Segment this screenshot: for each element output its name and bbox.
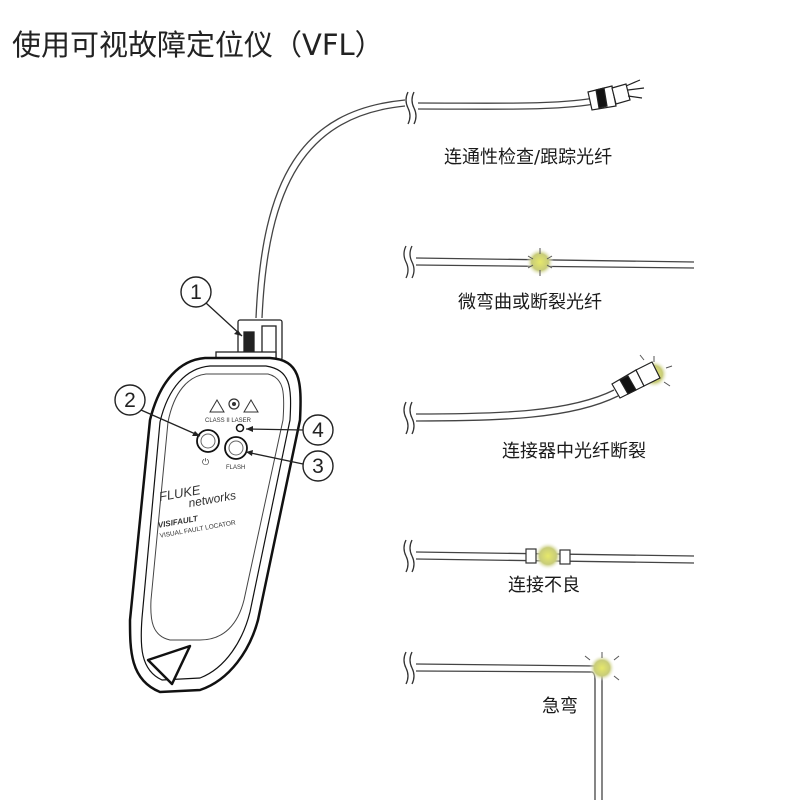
- light-leak-icon: [639, 354, 673, 387]
- vfl-device: CLASS II LASER ⏻ FLASH FLUKE networks VI…: [128, 319, 302, 694]
- class-label: CLASS II LASER: [205, 418, 252, 424]
- callout-2: 2: [114, 384, 201, 437]
- break-mark: [405, 91, 417, 125]
- scenario-caption-4: 连接不良: [508, 575, 580, 596]
- svg-text:1: 1: [190, 281, 202, 304]
- scenario-fiber-5: [403, 651, 620, 800]
- flash-button[interactable]: [224, 436, 248, 460]
- callout-1: 1: [180, 276, 243, 337]
- svg-text:3: 3: [312, 455, 324, 478]
- power-icon: ⏻: [202, 457, 209, 467]
- scenario-caption-2: 微弯曲或断裂光纤: [458, 292, 602, 313]
- svg-text:4: 4: [312, 419, 324, 442]
- flash-label: FLASH: [226, 465, 245, 471]
- fiber-connector-top: [587, 79, 645, 111]
- fiber-connector-3: [611, 361, 661, 399]
- svg-text:2: 2: [124, 389, 136, 412]
- callout-4: 4: [245, 414, 334, 446]
- scenario-caption-3: 连接器中光纤断裂: [502, 441, 646, 462]
- splice-left: [525, 548, 537, 564]
- callout-3: 3: [245, 450, 334, 482]
- light-leak-icon: [527, 248, 553, 276]
- page-title: 使用可视故障定位仪（VFL）: [12, 28, 384, 62]
- scenario-caption-1: 连通性检查/跟踪光纤: [444, 147, 612, 168]
- indicator-light: [235, 423, 245, 433]
- splice-right: [559, 549, 571, 565]
- light-leak-icon: [584, 652, 620, 681]
- scenario-fiber-3: [403, 354, 673, 435]
- scenario-fiber-4: [403, 539, 695, 573]
- scenario-fiber-2: [403, 245, 695, 279]
- power-button[interactable]: [196, 429, 220, 453]
- brand-logo: FLUKE: [158, 482, 202, 504]
- scenario-caption-5: 急弯: [542, 696, 578, 717]
- fiber-cable-main: [255, 96, 601, 319]
